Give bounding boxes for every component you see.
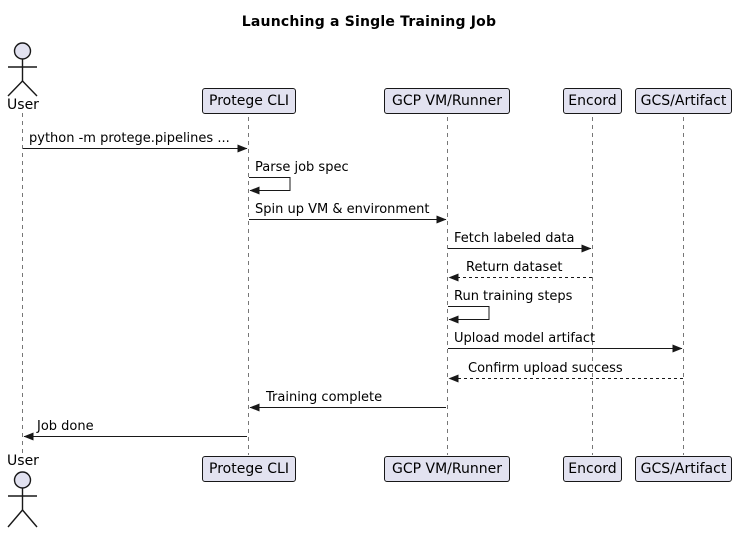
user-actor-figure-bottom bbox=[7, 471, 38, 528]
message-label-return-dataset: Return dataset bbox=[466, 260, 563, 275]
participant-label: GCP VM/Runner bbox=[392, 461, 502, 477]
message-label-upload-artifact: Upload model artifact bbox=[454, 331, 596, 346]
message-label-parse-job-spec: Parse job spec bbox=[255, 160, 349, 175]
actor-head-top bbox=[13, 42, 32, 60]
participant-protege-cli-bottom: Protege CLI bbox=[202, 456, 296, 482]
participant-label: Encord bbox=[568, 93, 617, 109]
participant-gcp-vm-runner-bottom: GCP VM/Runner bbox=[384, 456, 510, 482]
participant-encord-top: Encord bbox=[563, 88, 622, 114]
message-label-fetch-labeled-data: Fetch labeled data bbox=[454, 231, 575, 246]
message-label-python-cmd: python -m protege.pipelines ... bbox=[29, 131, 230, 146]
message-label-job-done: Job done bbox=[37, 419, 94, 434]
participant-label: GCS/Artifact bbox=[640, 461, 727, 477]
participant-label: GCP VM/Runner bbox=[392, 93, 502, 109]
participant-encord-bottom: Encord bbox=[563, 456, 622, 482]
message-label-confirm-upload: Confirm upload success bbox=[468, 361, 623, 376]
actor-label-user-top: User bbox=[7, 97, 39, 113]
message-label-spin-up-vm: Spin up VM & environment bbox=[255, 202, 430, 217]
participant-gcp-vm-runner-top: GCP VM/Runner bbox=[384, 88, 510, 114]
participant-gcs-artifact-bottom: GCS/Artifact bbox=[635, 456, 732, 482]
diagram-title: Launching a Single Training Job bbox=[241, 14, 497, 30]
user-actor-figure-top bbox=[7, 42, 38, 97]
participant-protege-cli-top: Protege CLI bbox=[202, 88, 296, 114]
message-label-run-training: Run training steps bbox=[454, 289, 573, 304]
participant-label: Encord bbox=[568, 461, 617, 477]
participant-label: Protege CLI bbox=[209, 461, 289, 477]
participant-gcs-artifact-top: GCS/Artifact bbox=[635, 88, 732, 114]
actor-head-bottom bbox=[13, 471, 32, 489]
arrow-run-training-self bbox=[448, 306, 490, 324]
arrow-parse-job-spec-self bbox=[249, 177, 291, 195]
participant-label: GCS/Artifact bbox=[640, 93, 727, 109]
participant-label: Protege CLI bbox=[209, 93, 289, 109]
actor-label-user-bottom: User bbox=[7, 453, 39, 469]
message-label-training-complete: Training complete bbox=[266, 390, 383, 405]
